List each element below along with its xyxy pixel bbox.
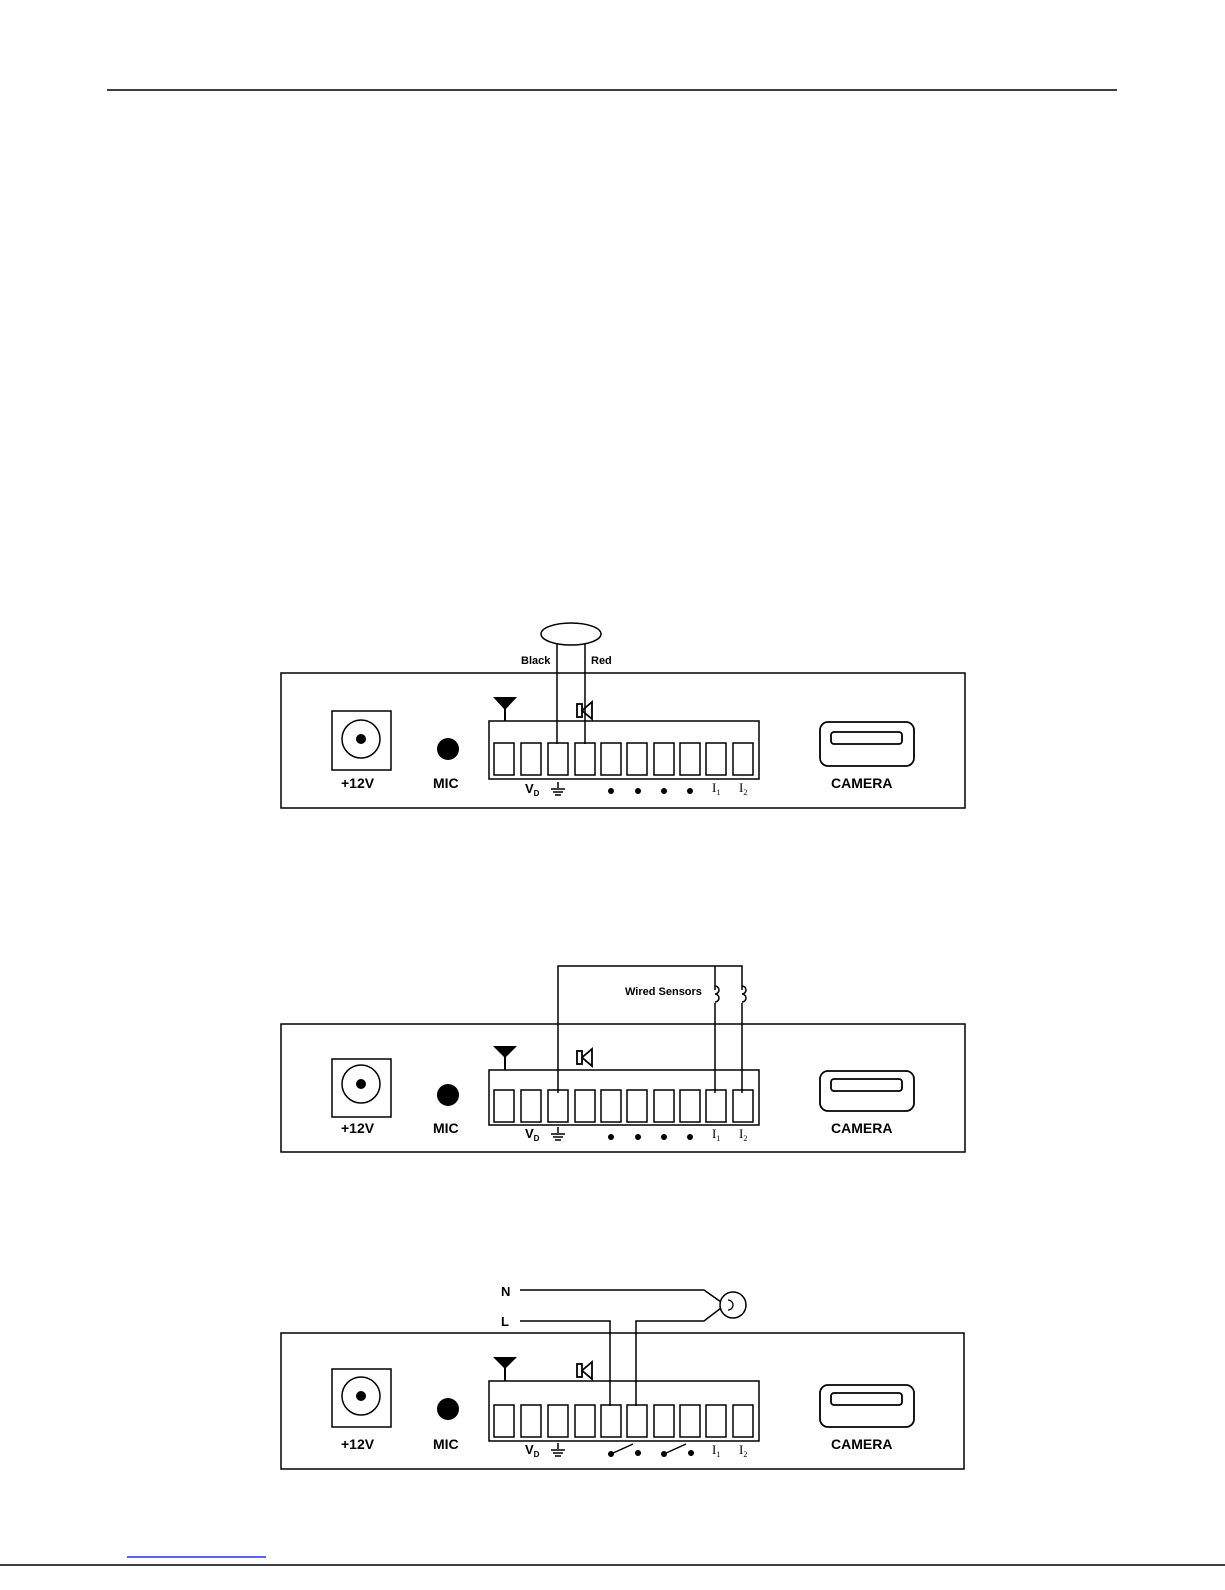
diagram-speaker-wiring: Black Red +12V MIC xyxy=(281,623,965,808)
terminal-block xyxy=(489,1381,759,1441)
input2-label: I2 xyxy=(739,1442,747,1459)
terminal-slots xyxy=(494,1090,753,1122)
external-speaker xyxy=(541,623,601,645)
relay-terminal-dots xyxy=(608,1134,693,1140)
terminal-slots xyxy=(494,1405,753,1437)
microphone-icon xyxy=(437,1398,459,1420)
power-label: +12V xyxy=(341,1436,375,1452)
wired-sensors-label: Wired Sensors xyxy=(625,986,702,998)
mic-label: MIC xyxy=(433,775,459,791)
power-label: +12V xyxy=(341,775,375,791)
ground-icon xyxy=(551,782,565,795)
lamp-return-wire xyxy=(636,1308,721,1406)
camera-port-icon xyxy=(820,722,914,766)
diagram-relay-lamp-wiring: N L +12V MIC xyxy=(281,1284,964,1469)
relay-switch-icon xyxy=(608,1444,694,1457)
neutral-wire xyxy=(520,1290,721,1302)
camera-label: CAMERA xyxy=(831,1436,892,1452)
mic-label: MIC xyxy=(433,1120,459,1136)
neutral-label: N xyxy=(501,1284,510,1299)
vd-label: VD xyxy=(525,781,540,798)
dc-jack-icon xyxy=(332,1059,391,1117)
camera-port-icon xyxy=(820,1385,914,1427)
live-label: L xyxy=(501,1314,509,1329)
input1-label: I1 xyxy=(712,780,720,797)
black-wire-label: Black xyxy=(521,655,551,667)
terminal-block xyxy=(489,721,759,779)
speaker-icon xyxy=(577,1049,592,1066)
vd-label: VD xyxy=(525,1126,540,1143)
power-label: +12V xyxy=(341,1120,375,1136)
input1-label: I1 xyxy=(712,1442,720,1459)
speaker-icon xyxy=(577,1362,592,1379)
camera-label: CAMERA xyxy=(831,1120,892,1136)
lamp-icon xyxy=(720,1292,746,1318)
terminal-block xyxy=(489,1070,759,1125)
relay-terminal-dots xyxy=(608,788,693,794)
dc-jack-icon xyxy=(332,1369,391,1427)
vd-label: VD xyxy=(525,1442,540,1459)
antenna-icon xyxy=(493,1046,517,1070)
red-wire-label: Red xyxy=(591,655,612,667)
input1-label: I1 xyxy=(712,1126,720,1143)
input2-label: I2 xyxy=(739,780,747,797)
ground-icon xyxy=(551,1443,565,1456)
camera-port-icon xyxy=(820,1071,914,1111)
microphone-icon xyxy=(437,738,459,760)
dc-jack-icon xyxy=(332,711,391,770)
diagram-wired-sensors-wiring: Wired Sensors +12V MIC xyxy=(281,966,965,1152)
camera-label: CAMERA xyxy=(831,775,892,791)
terminal-slots xyxy=(494,743,753,775)
input2-label: I2 xyxy=(739,1126,747,1143)
antenna-icon xyxy=(493,1357,517,1381)
antenna-icon xyxy=(493,697,517,721)
ground-icon xyxy=(551,1127,565,1140)
mic-label: MIC xyxy=(433,1436,459,1452)
microphone-icon xyxy=(437,1084,459,1106)
